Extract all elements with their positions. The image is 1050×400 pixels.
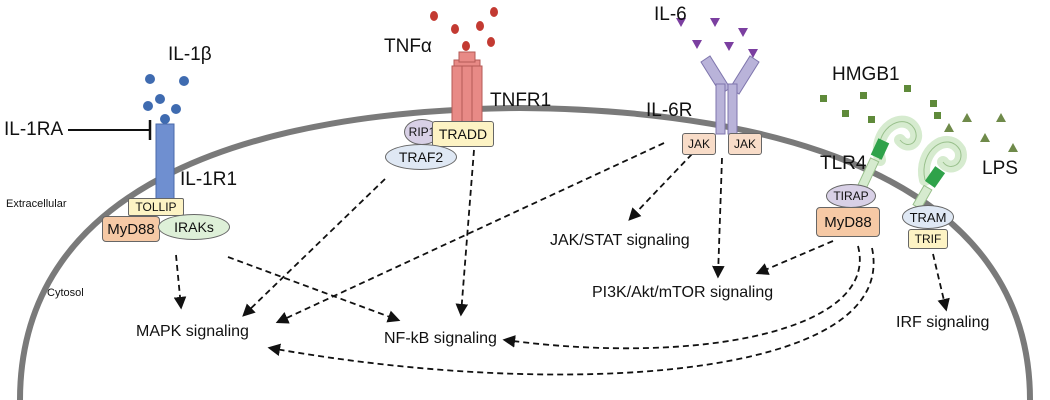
pi3k-signaling-label: PI3K/Akt/mTOR signaling — [592, 284, 774, 301]
arrow-myd88-to-pi3k — [755, 240, 834, 275]
lps-ligands — [944, 113, 1018, 152]
tollip-box: TOLLIP — [128, 198, 184, 216]
tnfr1-receptor — [451, 51, 483, 127]
tram-box: TRAM — [902, 205, 954, 229]
arrow-myd88-to-nfkb — [502, 245, 861, 350]
tradd-box: TRADD — [432, 121, 494, 147]
signaling-arrows — [173, 142, 950, 376]
tlr4-label: TLR4 — [820, 153, 867, 174]
arrow-jak-to-jakstat — [628, 153, 693, 221]
il1b-label: IL-1β — [168, 44, 212, 65]
jak-box-2: JAK — [728, 133, 762, 155]
arrow-traf2-to-mapk — [242, 178, 386, 317]
il6-label: IL-6 — [654, 4, 687, 25]
mapk-signaling-label: MAPK signaling — [136, 323, 249, 340]
arrow-jak-to-pi3k — [712, 157, 725, 279]
tlr4-receptor-2 — [912, 136, 967, 210]
trif-box: TRIF — [908, 229, 948, 249]
arrow-myd88-to-mapk — [173, 254, 187, 310]
traf2-box: TRAF2 — [385, 144, 457, 170]
tnfa-label: TNFα — [384, 36, 432, 57]
jakstat-signaling-label: JAK/STAT signaling — [550, 232, 690, 249]
myd88-box-right: MyD88 — [816, 207, 880, 237]
il1r1-label: IL-1R1 — [180, 169, 238, 190]
il6r-receptor — [700, 55, 760, 135]
arrow-il6r-to-mapk — [275, 142, 665, 324]
myd88-box-left: MyD88 — [102, 216, 160, 242]
lps-label: LPS — [982, 158, 1018, 179]
iraks-box: IRAKs — [158, 214, 230, 240]
irf-signaling-label: IRF signaling — [896, 314, 990, 331]
cell-membrane — [17, 104, 1033, 400]
cytosol-label: Cytosol — [47, 287, 84, 299]
tnfa-ligands — [430, 7, 498, 51]
nfkb-signaling-label: NF-kB signaling — [384, 330, 497, 347]
arrow-iraks-to-nfkb — [227, 256, 401, 323]
arrow-trif-to-irf — [932, 253, 950, 312]
hmgb1-label: HMGB1 — [832, 64, 900, 85]
hmgb1-ligands — [820, 85, 941, 123]
jak-box-1: JAK — [682, 133, 716, 155]
arrow-tradd-to-nfkb — [455, 149, 475, 317]
tnfr1-label: TNFR1 — [490, 90, 552, 111]
arrow-myd88-to-mapk — [267, 247, 875, 376]
il1b-ligands — [143, 74, 189, 124]
tirap-box: TIRAP — [826, 184, 876, 208]
il1ra-label: IL-1RA — [4, 119, 64, 140]
il1r1-receptor — [155, 123, 175, 203]
extracellular-label: Extracellular — [6, 198, 67, 210]
il6r-label: IL-6R — [646, 100, 693, 121]
il6-ligands — [676, 18, 758, 58]
